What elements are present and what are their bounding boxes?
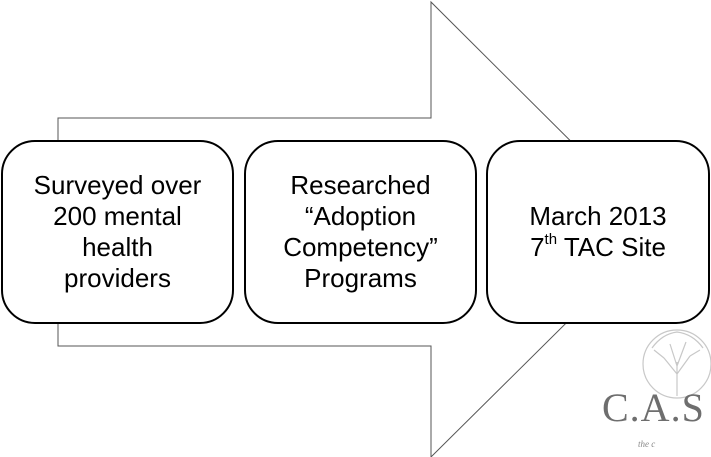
step-surveyed-box: Surveyed over 200 mental health provider… xyxy=(1,140,234,324)
step-tac-site-box: March 2013 7th TAC Site xyxy=(486,140,710,324)
step-3-line-2: 7th TAC Site xyxy=(529,232,666,263)
tree-emblem-icon xyxy=(642,329,711,399)
step-1-line-3: health xyxy=(82,232,153,262)
step-3-ordinal-suffix: th xyxy=(544,231,558,249)
step-1-line-4: providers xyxy=(64,263,171,293)
step-3-number: 7 xyxy=(530,232,545,262)
logo-text: C.A.S xyxy=(602,385,705,430)
step-researched-box: Researched “Adoption Competency” Program… xyxy=(244,140,477,324)
cas-logo: C.A.S the c xyxy=(592,322,711,457)
step-2-line-1: Researched xyxy=(290,170,431,200)
logo-tagline: the c xyxy=(638,439,656,449)
step-2-line-3: Competency” xyxy=(283,232,438,262)
step-2-line-2: “Adoption xyxy=(304,201,417,231)
step-2-line-4: Programs xyxy=(304,263,417,293)
step-3-rest: TAC Site xyxy=(557,232,666,262)
step-1-line-1: Surveyed over xyxy=(33,170,202,200)
step-3-line-1: March 2013 xyxy=(529,201,667,231)
step-1-line-2: 200 mental xyxy=(53,201,182,231)
